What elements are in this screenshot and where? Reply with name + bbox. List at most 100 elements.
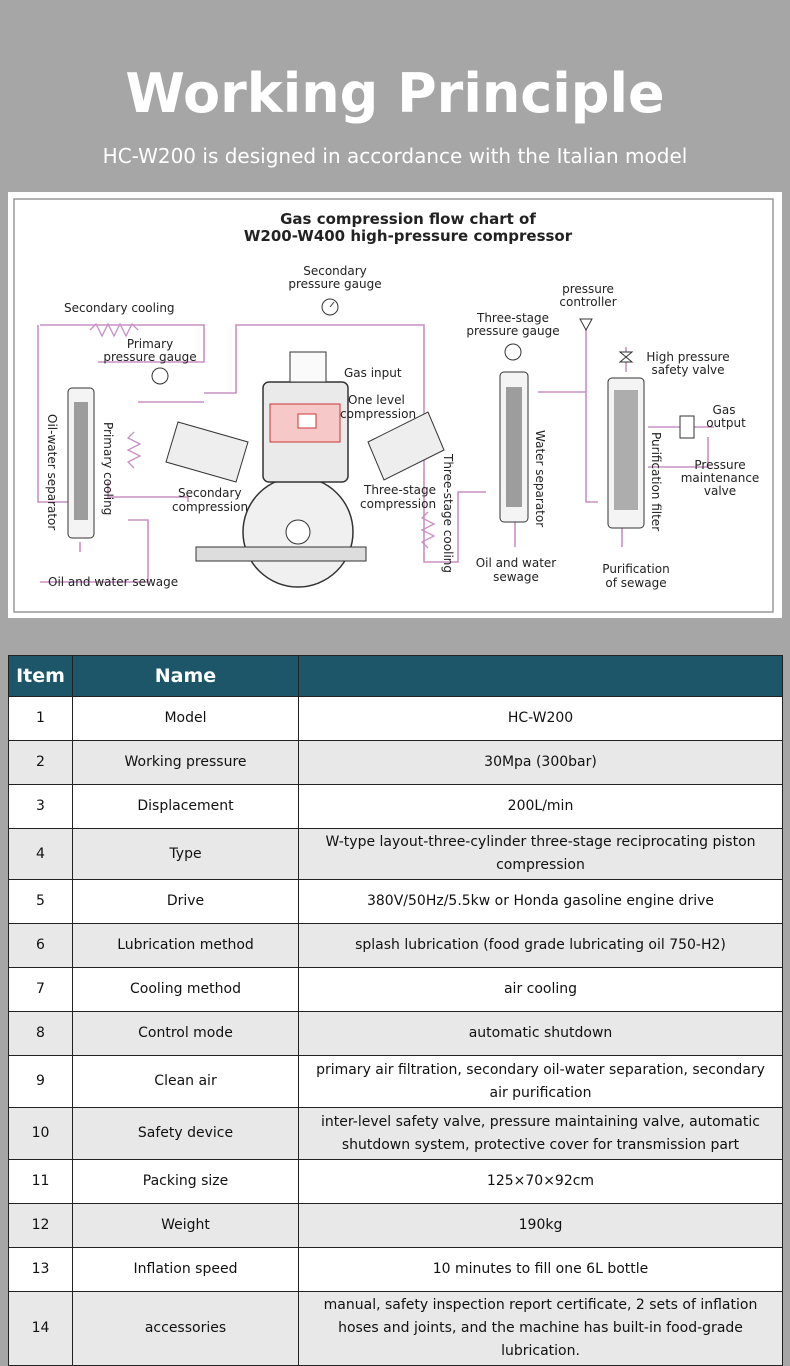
table-cell-value: inter-level safety valve, pressure maint… [298,1107,783,1160]
pipe-maintenance [648,437,709,468]
table-cell-value: automatic shutdown [298,1011,783,1056]
diagram-frame [13,198,774,613]
table-cell-item: 9 [8,1055,73,1108]
label-secondary-gauge-1: Secondary [303,264,367,278]
primary-cooling-coil-icon [126,431,142,469]
label-three-stage-compression-1: Three-stage [363,483,436,497]
label-oil-water-sewage-right-2: sewage [493,570,539,584]
label-safety-valve-1: High pressure [646,350,729,364]
secondary-cooling-coil-icon [89,322,139,338]
label-one-level-1: One level [348,393,405,407]
table-cell-value: HC-W200 [298,696,783,741]
table-cell-name: Inflation speed [72,1247,299,1292]
table-cell-item: 2 [8,740,73,785]
three-stage-gauge-icon [504,343,522,361]
pipe-left-loop [37,324,205,503]
label-primary-gauge-2: pressure gauge [103,350,196,364]
page-title: Working Principle [125,62,665,125]
label-three-stage-compression-2: compression [360,497,436,511]
label-gas-output-1: Gas [713,403,736,417]
label-pressure-controller-2: controller [559,295,616,309]
label-secondary-compression-1: Secondary [178,486,242,500]
table-cell-name: Type [72,828,299,880]
table-cell-item: 12 [8,1203,73,1248]
table-cell-item: 11 [8,1159,73,1204]
flow-chart-panel: Gas compression flow chart of W200-W400 … [8,192,782,618]
table-cell-value: 10 minutes to fill one 6L bottle [298,1247,783,1292]
primary-gauge-icon [151,367,169,385]
table-cell-value: 380V/50Hz/5.5kw or Honda gasoline engine… [298,879,783,924]
table-cell-value: 125×70×92cm [298,1159,783,1204]
column-header-value [298,655,783,697]
table-cell-name: Safety device [72,1107,299,1160]
table-cell-item: 8 [8,1011,73,1056]
label-one-level-2: compression [340,407,416,421]
table-cell-item: 6 [8,923,73,968]
label-purification-sewage-1: Purification [602,562,669,576]
label-purification-sewage-2: of sewage [605,576,666,590]
table-cell-name: Weight [72,1203,299,1248]
flow-chart-diagram: Gas compression flow chart of W200-W400 … [13,198,774,613]
label-gas-input: Gas input [344,366,402,380]
table-cell-value: splash lubrication (food grade lubricati… [298,923,783,968]
pipe-left-mid [107,401,204,502]
table-cell-name: Drive [72,879,299,924]
table-header-row: Item Name [8,655,783,697]
label-three-stage-gauge-2: pressure gauge [466,324,559,338]
table-cell-item: 10 [8,1107,73,1160]
label-oil-water-sewage-right-1: Oil and water [476,556,557,570]
label-primary-cooling: Primary cooling [101,422,115,515]
label-maintenance-valve-3: valve [704,484,736,498]
pipe-top-loop [204,324,444,563]
diagram-title-2: W200-W400 high-pressure compressor [244,227,573,245]
table-cell-name: Control mode [72,1011,299,1056]
table-cell-item: 13 [8,1247,73,1292]
table-cell-value: 200L/min [298,784,783,829]
table-cell-name: Working pressure [72,740,299,785]
table-cell-value: W-type layout-three-cylinder three-stage… [298,828,783,880]
table-cell-value: primary air filtration, secondary oil-wa… [298,1055,783,1108]
pipe-right-link [444,491,486,563]
pressure-maintenance-valve-icon [679,415,695,439]
label-oil-water-separator: Oil-water separator [45,414,59,530]
label-purification-filter: Purification filter [649,432,663,531]
label-secondary-cooling: Secondary cooling [64,301,175,315]
table-cell-name: Displacement [72,784,299,829]
label-water-separator: Water separator [533,430,547,527]
table-cell-value: 30Mpa (300bar) [298,740,783,785]
table-cell-value: 190kg [298,1203,783,1248]
three-stage-cooling-coil-icon [420,511,436,549]
table-cell-value: air cooling [298,967,783,1012]
column-header-name: Name [72,655,299,697]
safety-valve-icon [618,351,634,363]
label-pressure-controller-1: pressure [562,282,614,296]
label-safety-valve-2: safety valve [651,363,724,377]
label-three-stage-cooling: Three-stage cooling [441,453,455,573]
table-cell-item: 4 [8,828,73,880]
table-cell-value: manual, safety inspection report certifi… [298,1291,783,1366]
table-cell-item: 3 [8,784,73,829]
table-cell-name: Lubrication method [72,923,299,968]
label-maintenance-valve-2: maintenance [681,471,760,485]
table-cell-item: 1 [8,696,73,741]
label-oil-water-sewage-left: Oil and water sewage [48,575,178,589]
table-cell-name: accessories [72,1291,299,1366]
table-cell-name: Packing size [72,1159,299,1204]
pipe-left-bottom [40,519,149,583]
label-three-stage-gauge-1: Three-stage [476,311,549,325]
label-secondary-gauge-2: pressure gauge [288,277,381,291]
label-primary-gauge-1: Primary [127,337,173,351]
